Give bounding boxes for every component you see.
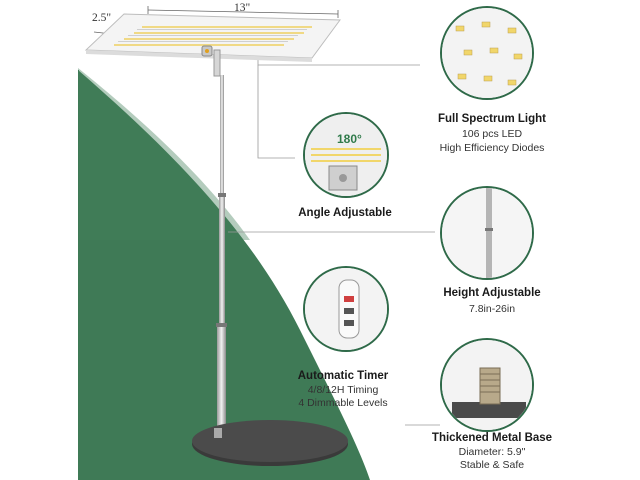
- remote-closeup-icon: [303, 266, 389, 352]
- feature-title-base: Thickened Metal Base: [431, 432, 553, 444]
- hinge-closeup-icon: [303, 112, 389, 198]
- feature-title-timer: Automatic Timer: [297, 370, 389, 382]
- hinge: [201, 45, 221, 77]
- feature-line-timing: 4/8/12H Timing: [307, 384, 379, 396]
- feature-title-angle: Angle Adjustable: [298, 207, 392, 219]
- feature-line-dimmable: 4 Dimmable Levels: [298, 397, 388, 409]
- pole-closeup-icon: [440, 186, 534, 280]
- metal-base: [192, 420, 348, 466]
- telescopic-pole: [216, 75, 227, 455]
- feature-title-full-spectrum: Full Spectrum Light: [438, 113, 546, 125]
- depth-dimension: 2.5": [92, 12, 112, 24]
- led-closeup-icon: [440, 6, 534, 100]
- feature-line-height-range: 7.8in-26in: [468, 303, 516, 315]
- led-panel: [84, 13, 341, 62]
- feature-line-stable: Stable & Safe: [459, 459, 525, 471]
- base-closeup-icon: [440, 338, 534, 432]
- angle-badge: 180°: [337, 132, 362, 146]
- feature-line-led-count: 106 pcs LED: [461, 128, 523, 140]
- feature-title-height: Height Adjustable: [443, 287, 541, 299]
- width-dimension: 13": [234, 2, 251, 14]
- feature-line-diameter: Diameter: 5.9": [458, 446, 526, 458]
- feature-line-diodes: High Efficiency Diodes: [439, 142, 545, 154]
